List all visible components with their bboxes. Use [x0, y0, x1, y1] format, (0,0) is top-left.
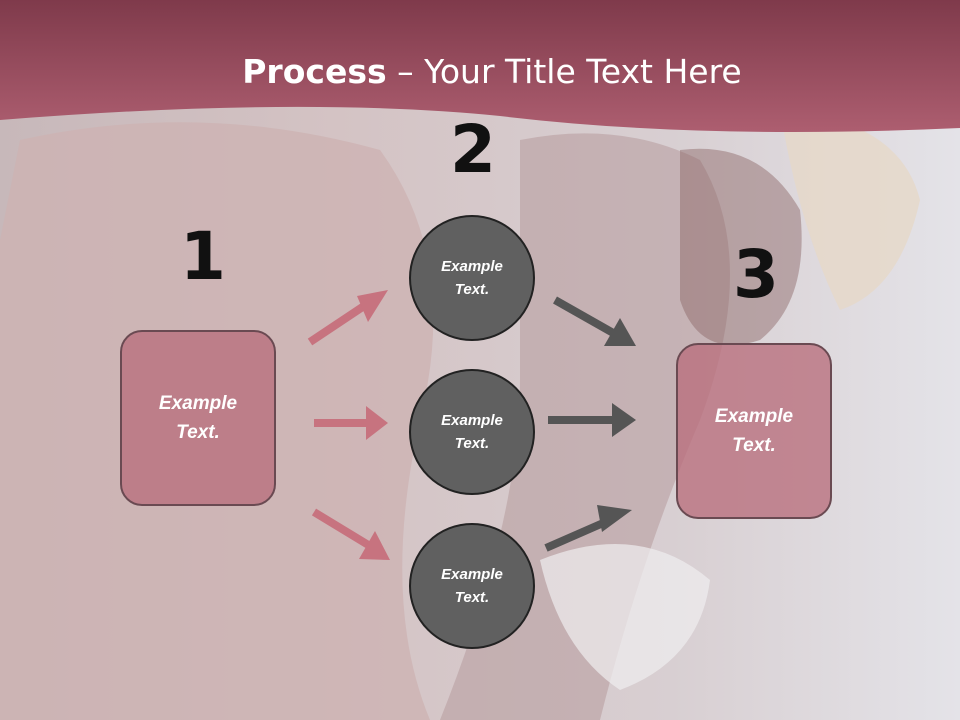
circle-middle: Example Text. — [409, 369, 535, 495]
circle-bottom: Example Text. — [409, 523, 535, 649]
circle-middle-text: Example Text. — [441, 412, 503, 452]
title-bold: Process — [242, 52, 387, 91]
step-number-3: 3 — [733, 236, 779, 313]
circle-bottom-text: Example Text. — [441, 566, 503, 606]
right-box-text: Example Text. — [714, 406, 794, 456]
left-box: Example Text. — [120, 330, 276, 506]
step-number-2: 2 — [450, 111, 496, 188]
arrow-bottom-to-right — [544, 505, 632, 552]
page-title: Process – Your Title Text Here — [0, 52, 960, 91]
circle-top: Example Text. — [409, 215, 535, 341]
arrow-left-to-top — [307, 290, 388, 346]
left-box-text: Example Text. — [158, 393, 238, 443]
arrow-left-to-middle — [314, 406, 388, 440]
right-box: Example Text. — [676, 343, 832, 519]
arrow-top-to-right — [553, 296, 636, 346]
arrow-left-to-bottom — [311, 508, 390, 560]
circle-top-text: Example Text. — [441, 258, 503, 298]
title-rest: – Your Title Text Here — [386, 52, 742, 91]
step-number-1: 1 — [180, 218, 226, 295]
arrow-middle-to-right — [548, 403, 636, 437]
